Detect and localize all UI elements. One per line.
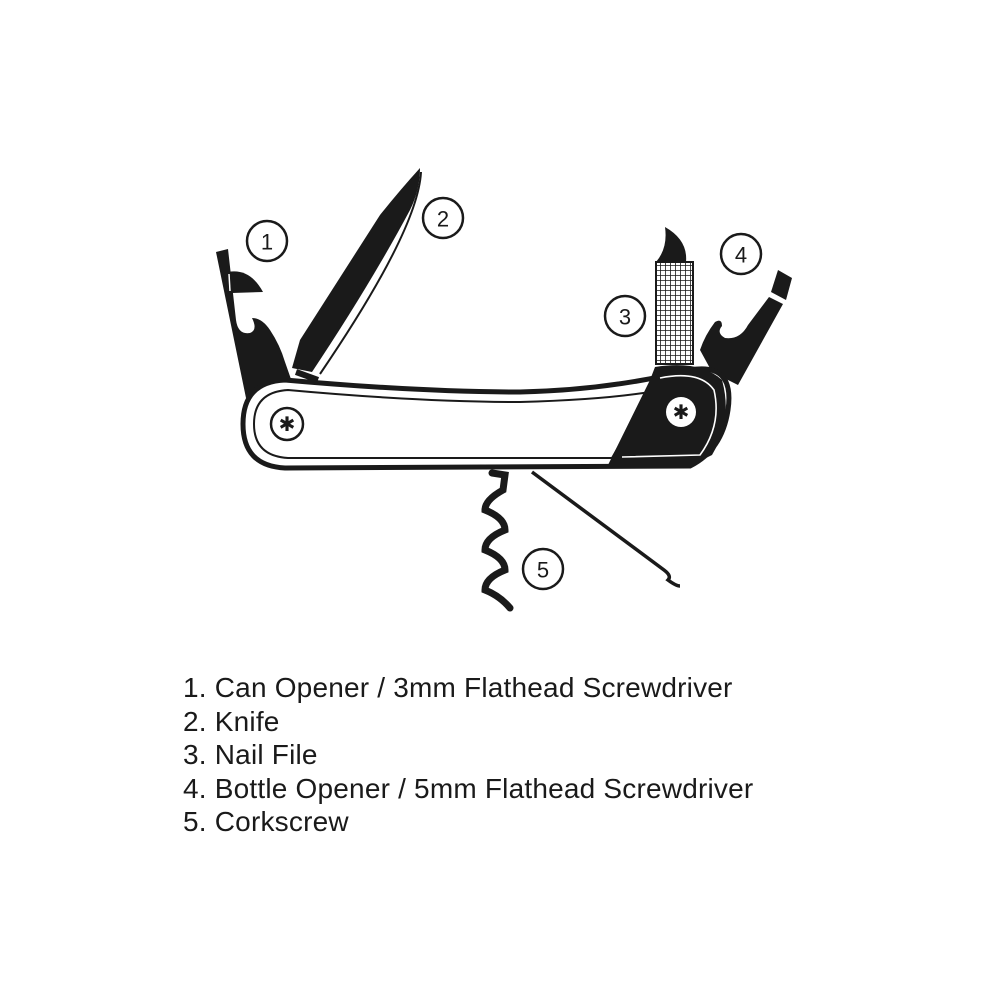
- legend-number: 3.: [183, 739, 207, 771]
- legend-item: 3. Nail File: [183, 738, 753, 772]
- legend-number: 4.: [183, 772, 207, 804]
- callout-4: 4: [719, 232, 763, 276]
- callout-5: 5: [521, 547, 565, 591]
- svg-text:✱: ✱: [279, 414, 296, 436]
- callout-2: 2: [421, 196, 465, 240]
- svg-text:3: 3: [619, 305, 631, 330]
- legend-number: 5.: [183, 806, 207, 838]
- callout-1: 1: [245, 219, 289, 263]
- knife-blade: [292, 168, 422, 383]
- legend-item: 1. Can Opener / 3mm Flathead Screwdriver: [183, 671, 753, 705]
- svg-text:1: 1: [261, 230, 273, 255]
- right-screw: ✱: [666, 397, 696, 427]
- corkscrew-tool: [481, 469, 514, 612]
- callout-3: 3: [603, 294, 647, 338]
- legend-item: 4. Bottle Opener / 5mm Flathead Screwdri…: [183, 772, 753, 806]
- nail-file-tool: [655, 227, 694, 365]
- bottle-opener-tool: [700, 270, 792, 385]
- pick-tool: [530, 470, 681, 588]
- knife-handle: ✱ ✱: [240, 365, 732, 471]
- legend-number: 1.: [183, 672, 207, 703]
- legend-label: Bottle Opener / 5mm Flathead Screwdriver: [214, 772, 754, 804]
- legend-number: 2.: [183, 705, 207, 737]
- legend-label: Corkscrew: [214, 806, 349, 838]
- svg-text:✱: ✱: [673, 402, 690, 424]
- svg-text:2: 2: [437, 207, 449, 232]
- legend-item: 2. Knife: [183, 705, 753, 739]
- left-screw: ✱: [269, 406, 305, 442]
- svg-text:4: 4: [735, 243, 747, 268]
- svg-text:5: 5: [537, 558, 549, 583]
- legend-label: Knife: [214, 705, 280, 737]
- legend-label: Can Opener / 3mm Flathead Screwdriver: [214, 672, 733, 703]
- legend-item: 5. Corkscrew: [183, 805, 753, 839]
- tool-legend: 1. Can Opener / 3mm Flathead Screwdriver…: [183, 671, 753, 839]
- can-opener-tool: [216, 249, 292, 398]
- legend-label: Nail File: [214, 739, 318, 771]
